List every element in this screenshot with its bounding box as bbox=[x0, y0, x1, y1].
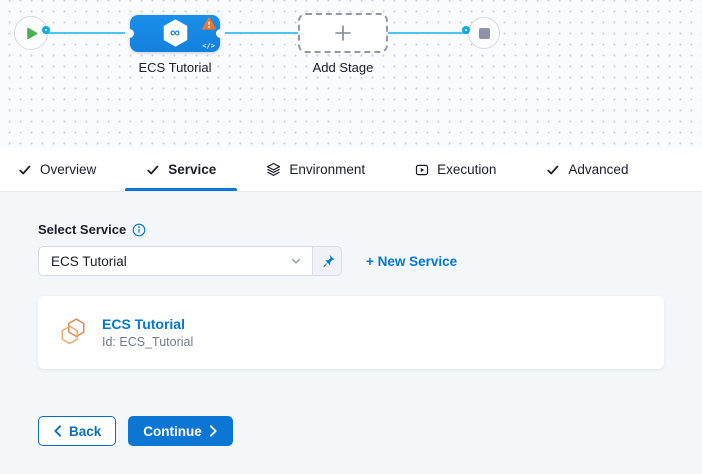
execution-icon bbox=[415, 163, 429, 177]
new-service-link[interactable]: + New Service bbox=[366, 253, 458, 269]
chevron-down-icon bbox=[290, 255, 302, 267]
cd-stage-icon: ∞ bbox=[162, 19, 189, 48]
stage-node-ecs-tutorial[interactable]: ∞ </> bbox=[125, 15, 225, 52]
chevron-right-icon bbox=[209, 425, 218, 437]
edge-addstage-to-end bbox=[388, 32, 468, 34]
service-select-value: ECS Tutorial bbox=[51, 253, 127, 269]
pin-button[interactable] bbox=[313, 246, 342, 276]
service-hexagon-icon bbox=[58, 317, 88, 349]
tab-label: Environment bbox=[289, 162, 366, 177]
check-icon bbox=[146, 163, 160, 177]
pin-icon bbox=[320, 254, 335, 269]
tab-label: Service bbox=[168, 162, 217, 177]
code-icon: </> bbox=[202, 42, 215, 50]
select-service-label-row: Select Service bbox=[38, 222, 702, 237]
check-icon bbox=[18, 163, 32, 177]
tab-service[interactable]: Service bbox=[125, 148, 238, 191]
service-card-id: Id: ECS_Tutorial bbox=[102, 335, 194, 349]
back-button-label: Back bbox=[69, 423, 102, 439]
service-select-dropdown[interactable]: ECS Tutorial bbox=[38, 246, 313, 276]
check-icon bbox=[546, 163, 560, 177]
play-icon bbox=[26, 27, 38, 40]
end-connector-dot bbox=[462, 26, 470, 34]
layers-icon bbox=[266, 162, 281, 177]
service-card-text: ECS Tutorial Id: ECS_Tutorial bbox=[102, 316, 193, 349]
stage-label: ECS Tutorial bbox=[138, 60, 212, 75]
pipeline-canvas: ∞ </> ECS Tutorial Add Stage bbox=[0, 0, 702, 148]
infinity-glyph: ∞ bbox=[170, 24, 180, 40]
add-stage-button[interactable] bbox=[298, 13, 388, 53]
back-button[interactable]: Back bbox=[38, 416, 117, 446]
service-card[interactable]: ECS Tutorial Id: ECS_Tutorial bbox=[38, 296, 664, 369]
tab-overview[interactable]: Overview bbox=[18, 148, 96, 191]
stage-right-connector-dot bbox=[216, 29, 225, 38]
stage-left-connector-dot bbox=[125, 29, 134, 38]
plus-icon bbox=[333, 23, 353, 43]
service-card-title: ECS Tutorial bbox=[102, 316, 185, 332]
continue-button-label: Continue bbox=[143, 423, 202, 439]
select-service-label: Select Service bbox=[38, 222, 127, 237]
stop-icon bbox=[478, 27, 490, 39]
footer-actions: Back Continue bbox=[38, 416, 702, 446]
chevron-left-icon bbox=[53, 425, 62, 437]
info-icon[interactable] bbox=[132, 223, 146, 237]
service-tab-panel: Select Service ECS Tutorial + New Servic… bbox=[0, 192, 702, 474]
tab-label: Advanced bbox=[568, 162, 629, 177]
tab-advanced[interactable]: Advanced bbox=[546, 148, 628, 191]
stage-config-tabbar: Overview Service Environment Execution A… bbox=[0, 148, 702, 192]
service-select-row: ECS Tutorial + New Service bbox=[38, 246, 702, 276]
tab-environment[interactable]: Environment bbox=[266, 148, 365, 191]
tab-label: Execution bbox=[437, 162, 497, 177]
continue-button[interactable]: Continue bbox=[128, 416, 233, 446]
pipeline-end-node bbox=[468, 17, 500, 49]
tab-execution[interactable]: Execution bbox=[415, 148, 496, 191]
add-stage-label: Add Stage bbox=[312, 60, 374, 75]
pipeline-start-node bbox=[14, 16, 48, 50]
tab-label: Overview bbox=[40, 162, 97, 177]
edge-start-to-stage bbox=[48, 32, 132, 34]
start-connector-dot bbox=[42, 26, 50, 34]
warning-icon bbox=[202, 17, 216, 35]
edge-stage-to-addstage bbox=[220, 32, 300, 34]
